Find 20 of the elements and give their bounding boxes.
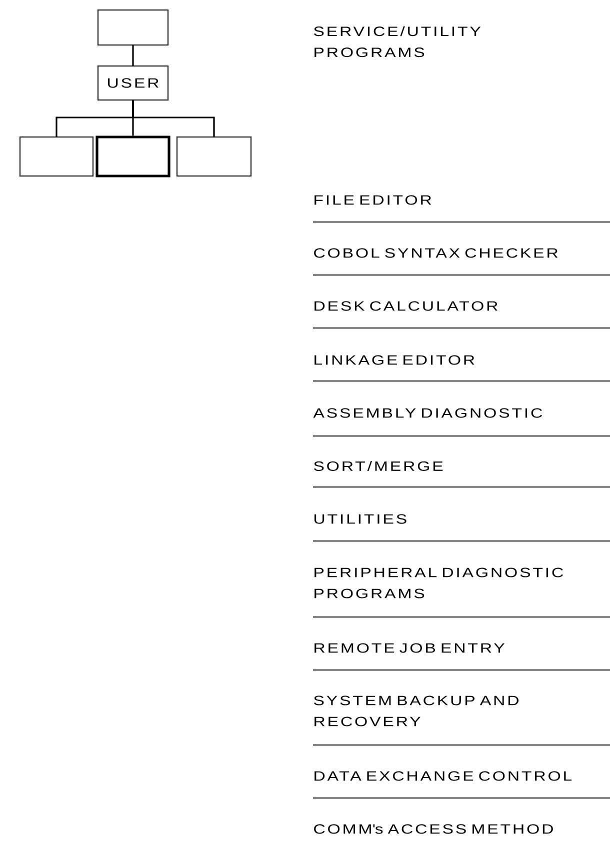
list-item: SORT/MERGE [314, 461, 443, 471]
list-item: DATA EXCHANGE CONTROL [314, 771, 572, 781]
list-item: SYSTEM BACKUP AND RECOVERY [314, 696, 518, 726]
list-item: LINKAGE EDITOR [314, 355, 474, 365]
connector-line [132, 100, 215, 136]
label-box: USER [98, 66, 168, 100]
empty-box [20, 136, 94, 176]
list-item: COBOL SYNTAX CHECKER [314, 248, 558, 258]
list-item: REMOTE JOB ENTRY [314, 643, 505, 653]
empty-box [96, 136, 170, 178]
connector-line [132, 46, 134, 66]
empty-box [98, 10, 168, 46]
list-item: FILE EDITOR [314, 195, 432, 205]
list-item: UTILITIES [314, 514, 406, 524]
list-item: COMM's ACCESS METHOD [314, 824, 553, 834]
list-item: PERIPHERAL DIAGNOSTIC PROGRAMS [314, 568, 563, 598]
list-item: DESK CALCULATOR [314, 301, 498, 311]
empty-box [176, 136, 252, 176]
list-item: ASSEMBLY DIAGNOSTIC [313, 408, 542, 418]
heading: SERVICE/UTILITY PROGRAMS [314, 26, 481, 58]
